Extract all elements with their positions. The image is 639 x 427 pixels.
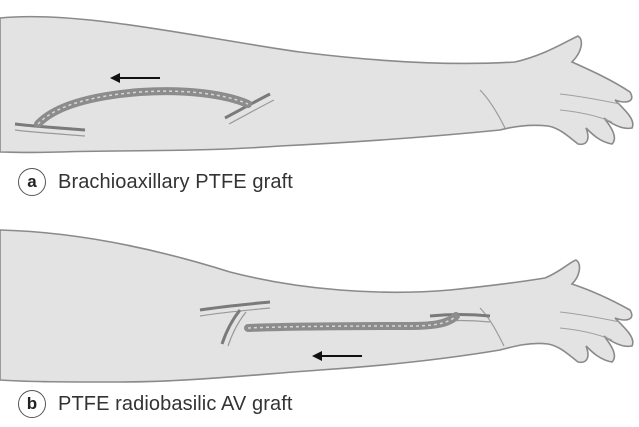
caption-text-b: PTFE radiobasilic AV graft xyxy=(58,393,293,416)
caption-a: a Brachioaxillary PTFE graft xyxy=(18,168,293,196)
radial-artery-b xyxy=(430,315,490,317)
caption-b: b PTFE radiobasilic AV graft xyxy=(18,390,293,418)
caption-text-a: Brachioaxillary PTFE graft xyxy=(58,171,293,194)
arm-outline-b xyxy=(0,230,633,382)
arm-outline-a xyxy=(0,17,633,153)
panel-a: a Brachioaxillary PTFE graft xyxy=(0,0,639,210)
panel-badge-b: b xyxy=(18,390,46,418)
panel-b: b PTFE radiobasilic AV graft xyxy=(0,210,639,427)
panel-badge-a: a xyxy=(18,168,46,196)
